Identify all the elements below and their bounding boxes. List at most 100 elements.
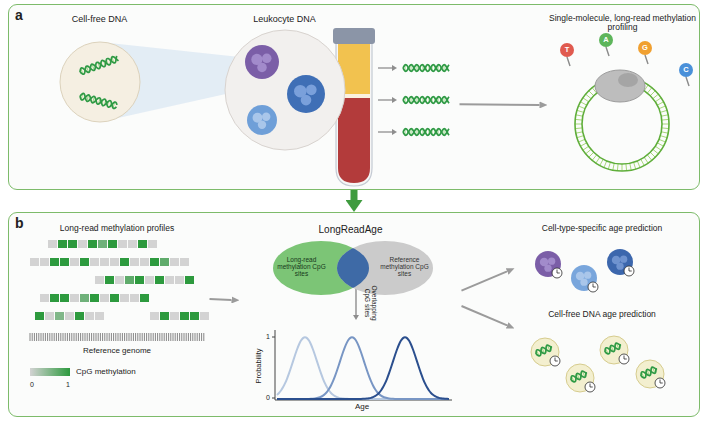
art-circle xyxy=(607,249,633,275)
art-path xyxy=(536,345,552,354)
nucleotide-letter: A xyxy=(603,36,608,44)
art-circle xyxy=(560,43,574,57)
art-line xyxy=(629,163,630,170)
cpg-cell xyxy=(95,312,104,320)
art-line xyxy=(170,333,171,341)
art-line xyxy=(599,159,602,165)
plot-axes xyxy=(272,330,452,400)
art-line xyxy=(121,333,122,341)
connector-arrow xyxy=(210,298,232,301)
art-line xyxy=(621,164,622,171)
node-outline xyxy=(515,308,690,413)
art-line xyxy=(55,333,56,341)
connector-arrow xyxy=(351,190,358,200)
cell-symbol xyxy=(287,75,325,113)
art-line xyxy=(203,333,204,341)
art-circle xyxy=(552,268,562,278)
art-line xyxy=(592,154,596,159)
axis-title: Probability xyxy=(255,348,263,383)
art-line xyxy=(135,333,136,341)
cpg-cell xyxy=(70,294,79,302)
art-line xyxy=(272,397,275,398)
art-line xyxy=(99,333,100,341)
art-line xyxy=(640,159,643,165)
art-line xyxy=(657,101,663,104)
venn-label: Reference methylation CpG sites xyxy=(380,256,430,278)
art-line xyxy=(51,333,52,341)
clock-symbol xyxy=(552,268,562,278)
art-line xyxy=(650,152,655,157)
clock-symbol xyxy=(585,382,595,392)
art-line xyxy=(179,333,180,341)
cpg-cell xyxy=(88,240,97,248)
art-line xyxy=(73,333,74,341)
legend-gradient xyxy=(30,368,70,376)
node-title: Cell-free DNA xyxy=(48,14,152,24)
art-line xyxy=(644,157,648,163)
cpg-cell xyxy=(90,258,99,266)
art-line xyxy=(201,333,202,341)
cpg-cell xyxy=(170,258,179,266)
clock-symbol xyxy=(588,282,598,292)
cpg-cell xyxy=(120,258,129,266)
art-polygon xyxy=(392,129,397,135)
connector-arrow xyxy=(460,103,540,106)
cpg-cell xyxy=(180,258,189,266)
art-path xyxy=(571,371,586,381)
nucleotide xyxy=(560,43,574,66)
cpg-cell xyxy=(68,240,77,248)
art-polygon xyxy=(392,65,397,71)
art-circle xyxy=(257,62,267,72)
art-line xyxy=(163,333,164,341)
art-circle xyxy=(262,53,272,63)
node-outline xyxy=(25,222,210,347)
art-line xyxy=(660,135,667,137)
cpg-cell xyxy=(155,276,164,284)
cpg-cell xyxy=(200,312,209,320)
nucleotide-letter: C xyxy=(683,66,688,74)
art-circle xyxy=(620,255,627,262)
cpg-cell xyxy=(118,240,127,248)
cfdna-particle xyxy=(600,336,628,364)
art-g xyxy=(560,33,693,171)
art-line xyxy=(172,333,173,341)
art-line xyxy=(655,146,661,150)
reads-block: Long-read methylation profiles xyxy=(25,222,210,347)
art-circle xyxy=(60,42,140,122)
art-path xyxy=(336,42,372,186)
tick-value: 0 xyxy=(266,394,270,402)
dna-helix xyxy=(403,64,449,71)
art-path xyxy=(403,128,449,135)
nucleotide-letter: T xyxy=(565,46,570,54)
art-line xyxy=(130,333,131,341)
cpg-cell xyxy=(75,312,84,320)
art-line xyxy=(661,127,668,129)
art-line xyxy=(159,333,160,341)
art-line xyxy=(612,163,613,170)
cpg-cell xyxy=(90,294,99,302)
art-line xyxy=(176,333,177,341)
cpg-cell xyxy=(48,240,57,248)
art-circle xyxy=(245,45,279,79)
clock-symbol xyxy=(619,354,629,364)
cpg-cell xyxy=(60,258,69,266)
dna-helix xyxy=(605,342,621,353)
art-line xyxy=(174,333,175,341)
venn-ellipse: Reference methylation CpG sites xyxy=(336,240,434,296)
art-line xyxy=(157,333,158,341)
cpg-cell xyxy=(190,312,199,320)
art-ellipse xyxy=(595,70,645,102)
art-path xyxy=(403,64,449,71)
art-circle xyxy=(588,282,598,292)
art-line xyxy=(661,118,668,120)
art-line xyxy=(168,333,169,341)
art-path xyxy=(275,330,452,400)
clock-symbol xyxy=(624,266,634,276)
dna-helix xyxy=(403,128,449,135)
cpg-cell xyxy=(40,258,49,266)
art-line xyxy=(71,333,72,341)
node-outline xyxy=(515,222,690,300)
node-title: Cell-free DNA age prediction xyxy=(515,310,690,320)
art-path xyxy=(605,343,621,352)
node-title: Single-molecule, long-read methylation p… xyxy=(548,14,698,34)
